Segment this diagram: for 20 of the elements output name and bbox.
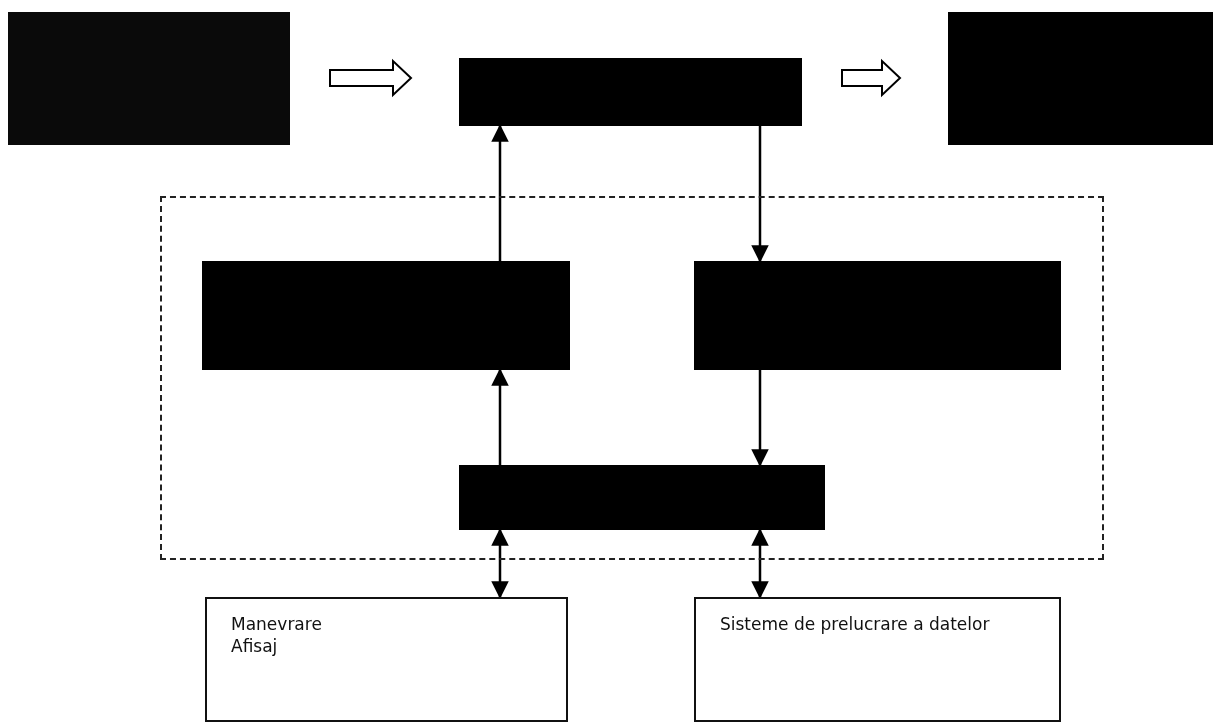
arrow xyxy=(491,124,509,261)
filled-box xyxy=(459,465,825,530)
arrow xyxy=(491,528,509,599)
arrow xyxy=(751,126,769,263)
filled-box xyxy=(202,261,570,370)
text-box xyxy=(694,597,1061,722)
arrow xyxy=(751,528,769,599)
filled-box xyxy=(459,58,802,126)
filled-box xyxy=(948,12,1213,145)
box-text: Manevrare xyxy=(231,613,323,636)
filled-box xyxy=(8,12,290,145)
dashed-group-box xyxy=(160,196,1104,560)
block-arrow xyxy=(329,58,413,98)
arrow xyxy=(751,370,769,467)
text-box xyxy=(205,597,568,722)
box-text: Afisaj xyxy=(231,635,279,658)
block-arrow xyxy=(841,58,902,98)
arrow xyxy=(491,368,509,465)
filled-box xyxy=(694,261,1061,370)
box-text: Sisteme de prelucrare a datelor xyxy=(720,613,991,636)
